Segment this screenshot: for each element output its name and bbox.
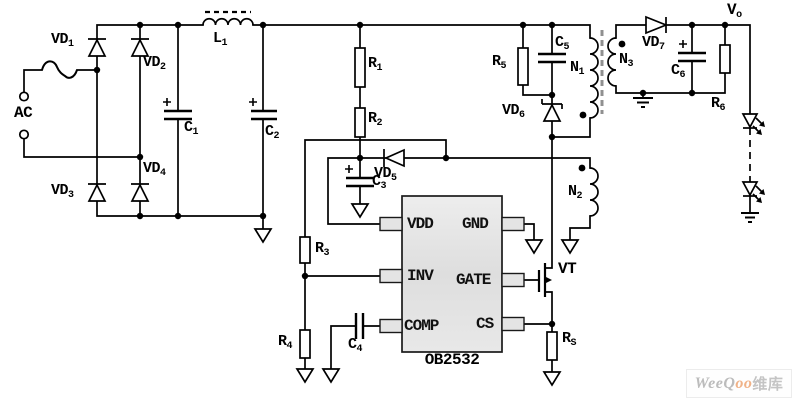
cap-c6-icon	[678, 51, 706, 63]
label-c2: C2	[265, 123, 280, 142]
pin-label-gnd: GND	[462, 215, 489, 233]
label-c5: C5	[555, 34, 570, 53]
label-c1: C1	[184, 119, 199, 138]
label-n2: N2	[568, 183, 583, 202]
diode-vd7-icon	[645, 15, 669, 35]
diode-vd4-icon	[130, 183, 150, 202]
phase-dots	[578, 40, 626, 172]
label-r4: R4	[278, 333, 293, 352]
label-vo-output: Vo	[727, 1, 742, 21]
diode-vd3-icon	[87, 183, 107, 202]
wires	[23, 24, 751, 373]
diode-vd1-icon	[87, 38, 107, 57]
label-n1: N1	[570, 59, 585, 78]
label-r6: R6	[711, 95, 726, 114]
transformer	[578, 30, 626, 217]
label-vt: VT	[558, 260, 577, 278]
label-vd6: VD6	[502, 102, 525, 121]
ic-part-number: OB2532	[424, 351, 480, 369]
capacitor-plates	[164, 51, 706, 339]
diode-vd6-icon	[541, 99, 563, 122]
label-c4: C4	[348, 336, 363, 355]
pin-cs-icon	[501, 316, 525, 332]
ground-c4-icon	[321, 368, 341, 384]
pin-label-inv: INV	[407, 267, 434, 285]
label-vd3: VD3	[51, 182, 74, 201]
pin-vdd-icon	[379, 216, 403, 232]
earth-led-icon	[741, 212, 759, 223]
winding-n2-icon	[589, 167, 599, 217]
diode-vd5-icon	[383, 148, 405, 168]
label-r2: R2	[368, 110, 383, 129]
pin-comp-icon	[379, 318, 403, 334]
label-c6: C6	[671, 62, 686, 81]
label-vd7: VD7	[642, 34, 665, 53]
label-l1: L1	[213, 30, 228, 49]
ground-symbols	[253, 97, 759, 387]
mosfet-vt-icon	[537, 263, 552, 297]
cap-c4-icon	[354, 313, 365, 339]
winding-n3-icon	[607, 37, 617, 87]
pin-label-vdd: VDD	[407, 215, 434, 233]
cap-c2-icon	[251, 109, 277, 121]
resistor-r5-icon	[517, 47, 529, 86]
resistor-r6-icon	[719, 44, 731, 74]
label-c3: C3	[372, 173, 387, 192]
pin-gate-icon	[501, 272, 525, 288]
pin-gnd-icon	[501, 216, 525, 232]
label-vd2: VD2	[143, 54, 166, 73]
cap-c3-icon	[346, 176, 374, 188]
label-rs: RS	[562, 330, 577, 349]
pin-label-comp: COMP	[404, 317, 439, 335]
label-n3: N3	[619, 51, 634, 70]
label-ac: AC	[14, 104, 33, 122]
cap-c1-icon	[164, 109, 192, 121]
ground-c3-icon	[350, 203, 370, 219]
label-r1: R1	[368, 55, 383, 74]
ground-c2-icon	[253, 228, 273, 244]
fuse-icon	[41, 60, 78, 79]
earth-output-rail-icon	[633, 97, 653, 108]
label-vd1: VD1	[51, 31, 74, 50]
label-vd5: VD5	[374, 165, 397, 184]
resistor-r2-icon	[354, 107, 366, 138]
resistors	[299, 44, 731, 361]
diode-vd2-icon	[130, 38, 150, 57]
pin-label-cs: CS	[476, 315, 494, 333]
winding-n1-icon	[589, 37, 599, 119]
ground-gnd-pin-icon	[524, 239, 544, 255]
resistor-rs-icon	[546, 331, 558, 361]
label-r5: R5	[492, 53, 507, 72]
ground-rs-icon	[542, 371, 562, 387]
polarity-plus-signs	[163, 40, 687, 173]
led-string	[741, 113, 765, 203]
ground-n2-icon	[560, 239, 580, 255]
ground-r4-icon	[295, 368, 315, 384]
resistor-r3-icon	[299, 236, 311, 264]
pin-inv-icon	[379, 268, 403, 284]
led1-icon	[741, 113, 765, 135]
resistor-r1-icon	[354, 47, 366, 88]
inductor-l1-icon	[202, 10, 254, 26]
cap-c5-icon	[538, 52, 566, 64]
ac-terminals	[18, 91, 30, 140]
led2-icon	[741, 181, 765, 203]
ic-ob2532-body	[379, 195, 525, 353]
junction-dots	[93, 21, 729, 328]
pin-label-gate: GATE	[456, 271, 491, 289]
ic-pin-boxes	[379, 216, 525, 334]
resistor-r4-icon	[299, 329, 311, 359]
label-vd4: VD4	[143, 160, 166, 179]
bridge-rectifier	[87, 38, 150, 202]
label-r3: R3	[315, 240, 330, 259]
